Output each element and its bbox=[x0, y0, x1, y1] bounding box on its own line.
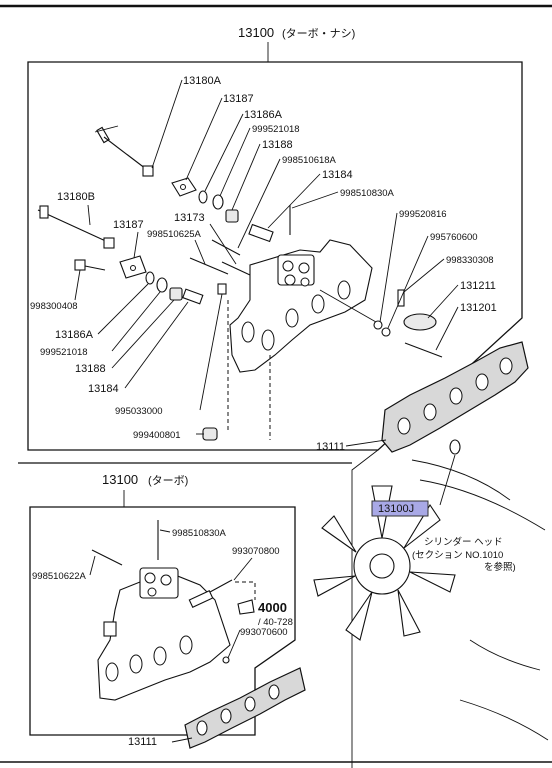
label-13187-left: 13187 bbox=[113, 219, 144, 231]
o-ring bbox=[449, 439, 461, 455]
sleeve-13184 bbox=[248, 223, 274, 243]
stud-13173 bbox=[221, 261, 251, 276]
label-999520816: 999520816 bbox=[399, 209, 447, 220]
reference-code-badge bbox=[371, 500, 429, 517]
bottom-assembly-note: (ターボ) bbox=[148, 474, 188, 487]
label-40-728: / 40-728 bbox=[258, 617, 293, 628]
fitting-993070600 bbox=[222, 656, 230, 664]
label-13180a: 13180A bbox=[183, 75, 222, 87]
label-131201: 131201 bbox=[460, 302, 497, 314]
gasket-13111-bottom bbox=[184, 667, 306, 749]
label-998300408: 998300408 bbox=[30, 301, 78, 312]
washer-999520816 bbox=[381, 327, 391, 337]
sleeve-13188-left bbox=[169, 287, 183, 301]
bolt-998300408 bbox=[74, 259, 106, 271]
bottom-assembly-code: 13100 bbox=[102, 472, 138, 487]
plug-995033000 bbox=[217, 283, 227, 295]
reference-code: 13100J bbox=[378, 503, 414, 515]
reference-caption-line2: (セクション NO.1010 bbox=[412, 550, 503, 561]
label-993070800: 993070800 bbox=[232, 546, 280, 557]
label-998510830a: 998510830A bbox=[340, 188, 395, 199]
reference-caption-line3: を参照) bbox=[484, 561, 516, 573]
label-999521018-left: 999521018 bbox=[40, 347, 88, 358]
label-13184-left: 13184 bbox=[88, 383, 119, 395]
top-assembly: 13100 (ターボ・ナシ) bbox=[27, 25, 529, 455]
washer-13186a bbox=[198, 190, 208, 204]
label-13187: 13187 bbox=[223, 93, 254, 105]
stud-998510625a bbox=[189, 257, 229, 275]
label-13186a-left: 13186A bbox=[55, 329, 94, 341]
label-993070600: 993070600 bbox=[240, 627, 288, 638]
label-13188-left: 13188 bbox=[75, 363, 106, 375]
bottom-assembly: 13100 (ターボ) bbox=[18, 462, 352, 749]
label-13111-top: 13111 bbox=[316, 441, 345, 453]
top-assembly-code: 13100 bbox=[238, 25, 274, 40]
label-999400801: 999400801 bbox=[133, 430, 181, 441]
label-999521018: 999521018 bbox=[252, 124, 300, 135]
label-13180b: 13180B bbox=[57, 191, 95, 203]
washer-999521018 bbox=[212, 194, 224, 210]
hose-4000-icon bbox=[237, 599, 255, 615]
fitting-993070800 bbox=[188, 589, 214, 609]
cooling-fan bbox=[313, 485, 456, 641]
label-995033000: 995033000 bbox=[115, 406, 163, 417]
stud-998510618a bbox=[211, 239, 241, 256]
label-998330308: 998330308 bbox=[446, 255, 494, 266]
label-998510830a-bottom: 998510830A bbox=[172, 528, 227, 539]
bolt-13180a bbox=[94, 125, 154, 177]
label-998510618a: 998510618A bbox=[282, 155, 337, 166]
shaft-131201 bbox=[404, 342, 443, 358]
bracket-bottom-left bbox=[103, 621, 117, 637]
label-131211: 131211 bbox=[460, 280, 496, 292]
label-998510625a: 998510625A bbox=[147, 229, 202, 240]
gasket-13111-top bbox=[381, 341, 529, 453]
top-assembly-note: (ターボ・ナシ) bbox=[282, 27, 355, 40]
label-13111-bottom: 13111 bbox=[128, 736, 157, 748]
label-995760600: 995760600 bbox=[430, 232, 478, 243]
label-13186a: 13186A bbox=[244, 109, 283, 121]
label-13184: 13184 bbox=[322, 169, 353, 181]
label-998510622a: 998510622A bbox=[32, 571, 87, 582]
bottom-assembly-frame bbox=[29, 506, 296, 736]
washer-999521018-left bbox=[156, 277, 168, 293]
nut-999400801 bbox=[202, 427, 218, 441]
label-13173: 13173 bbox=[174, 212, 205, 224]
plate-131211 bbox=[403, 313, 437, 331]
bolt-13180b bbox=[37, 205, 115, 249]
intake-manifold-bottom bbox=[97, 567, 233, 701]
engine-reference: 13100J シリンダー ヘッド (セクション NO.1010 を参照) bbox=[313, 449, 549, 768]
intake-manifold-top bbox=[229, 239, 383, 373]
sleeve-13188 bbox=[225, 209, 239, 223]
reference-caption-line1: シリンダー ヘッド bbox=[424, 536, 503, 548]
stud-998510622a bbox=[91, 549, 123, 566]
sleeve-13184-left bbox=[182, 288, 204, 305]
label-13188: 13188 bbox=[262, 139, 293, 151]
washer-13186a-left bbox=[145, 271, 155, 285]
label-4000: 4000 bbox=[258, 600, 287, 615]
